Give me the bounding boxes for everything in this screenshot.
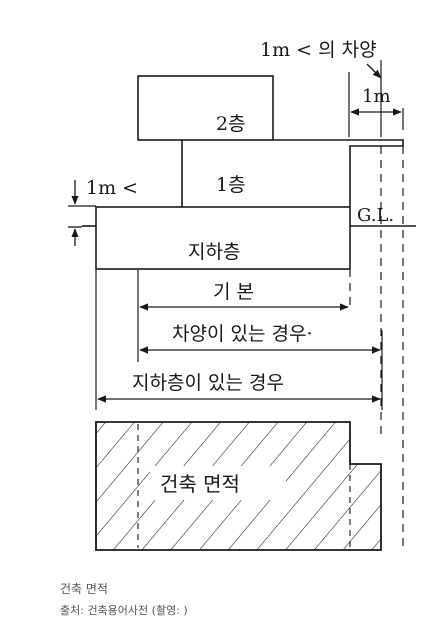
with-basement-label: 지하층이 있는 경우 <box>132 372 284 394</box>
eaves-overhang-arrow <box>366 63 382 79</box>
caption-title: 건축 면적 <box>60 582 108 596</box>
basic-label: 기 본 <box>213 281 254 303</box>
with-eaves-label: 차양이 있는 경우· <box>172 323 312 345</box>
building-area-label: 건축 면적 <box>160 472 240 496</box>
ground-line-label: G.L. <box>357 205 394 226</box>
caption-source: 출처: 건축용어사전 (촬영: ) <box>60 604 188 617</box>
building-area-diagram: 1m < 의 차양 1m 2층 1층 1m < G.L. 지하층 기 본 차양이… <box>68 39 416 551</box>
floor-2-label: 2층 <box>216 113 246 135</box>
floor-1-label: 1층 <box>216 174 246 196</box>
eaves-over-label: 1m < 의 차양 <box>260 39 377 61</box>
one-meter-label: 1m <box>362 86 391 107</box>
floor-2-box <box>137 75 274 141</box>
basement-box <box>95 206 351 270</box>
under-one-meter-label: 1m < <box>86 177 138 199</box>
basement-label: 지하층 <box>188 241 240 263</box>
